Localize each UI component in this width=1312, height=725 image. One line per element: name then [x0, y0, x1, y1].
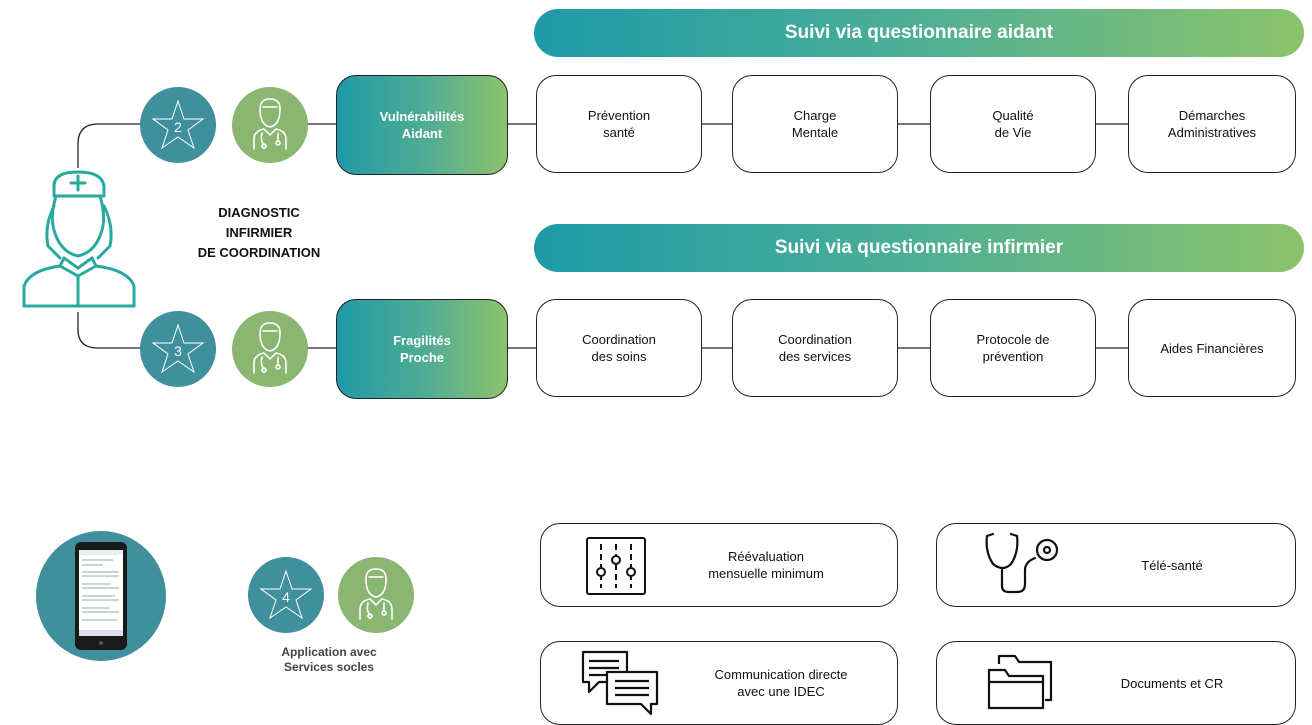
star-icon — [151, 323, 205, 374]
entry-card-fragilites: Fragilités Proche — [336, 299, 508, 399]
entry-card-vulnerabilites: Vulnérabilités Aidant — [336, 75, 508, 175]
card-prevention-sante: Prévention santé — [536, 75, 702, 173]
entry-card-label: Fragilités Proche — [393, 333, 451, 365]
card-label: Coordination des soins — [582, 332, 656, 364]
smartphone-icon — [75, 542, 127, 650]
star-number-3: 3 — [174, 343, 182, 359]
feature-communication: Communication directe avec une IDEC — [540, 641, 898, 725]
card-coordination-services: Coordination des services — [732, 299, 898, 397]
banner-infirmier-label: Suivi via questionnaire infirmier — [774, 237, 1064, 258]
feature-label: Communication directe avec une IDEC — [714, 667, 848, 699]
feature-documents: Documents et CR — [936, 641, 1296, 725]
card-label: Aides Financières — [1160, 340, 1264, 356]
diagnostic-label: DIAGNOSTIC INFIRMIER DE COORDINATION — [197, 205, 321, 260]
doctor-badge-row2 — [232, 311, 308, 387]
star-badge-3: 3 — [140, 311, 216, 387]
card-label: Coordination des services — [778, 332, 852, 364]
chat-icon — [581, 650, 659, 716]
folder-icon — [987, 654, 1053, 710]
star-number-2: 2 — [174, 119, 182, 135]
entry-card-label: Vulnérabilités Aidant — [379, 109, 465, 141]
card-label: Protocole de prévention — [976, 332, 1050, 364]
card-label: Prévention santé — [587, 108, 651, 140]
card-coordination-soins: Coordination des soins — [536, 299, 702, 397]
doctor-icon — [253, 98, 287, 150]
feature-label: Documents et CR — [1120, 676, 1224, 691]
card-charge-mentale: Charge Mentale — [732, 75, 898, 173]
feature-label: Réévaluation mensuelle minimum — [708, 549, 824, 581]
card-aides-financieres: Aides Financières — [1128, 299, 1296, 397]
phone-badge — [36, 531, 166, 661]
feature-reevaluation: Réévaluation mensuelle minimum — [540, 523, 898, 607]
star-icon — [151, 99, 205, 150]
nurse-icon — [22, 170, 136, 308]
card-label: Démarches Administratives — [1167, 108, 1257, 140]
stethoscope-icon — [985, 532, 1059, 594]
card-label: Charge Mentale — [791, 108, 839, 140]
star-badge-2: 2 — [140, 87, 216, 163]
card-qualite-vie: Qualité de Vie — [930, 75, 1096, 173]
doctor-icon — [253, 322, 287, 374]
card-protocole-prevention: Protocole de prévention — [930, 299, 1096, 397]
card-label: Qualité de Vie — [992, 108, 1034, 140]
app-label: Application avec Services socles — [281, 645, 377, 674]
doctor-icon — [359, 568, 393, 620]
star-badge-4: 4 — [248, 557, 324, 633]
doctor-badge-row1 — [232, 87, 308, 163]
sliders-icon — [586, 537, 646, 595]
feature-tele-sante: Télé-santé — [936, 523, 1296, 607]
banner-aidant: Suivi via questionnaire aidant — [534, 9, 1304, 57]
star-icon — [259, 569, 313, 620]
banner-infirmier: Suivi via questionnaire infirmier — [534, 224, 1304, 272]
star-number-4: 4 — [282, 589, 290, 605]
card-demarches: Démarches Administratives — [1128, 75, 1296, 173]
doctor-badge-app — [338, 557, 414, 633]
banner-aidant-label: Suivi via questionnaire aidant — [784, 22, 1054, 43]
feature-label: Télé-santé — [1141, 558, 1203, 573]
